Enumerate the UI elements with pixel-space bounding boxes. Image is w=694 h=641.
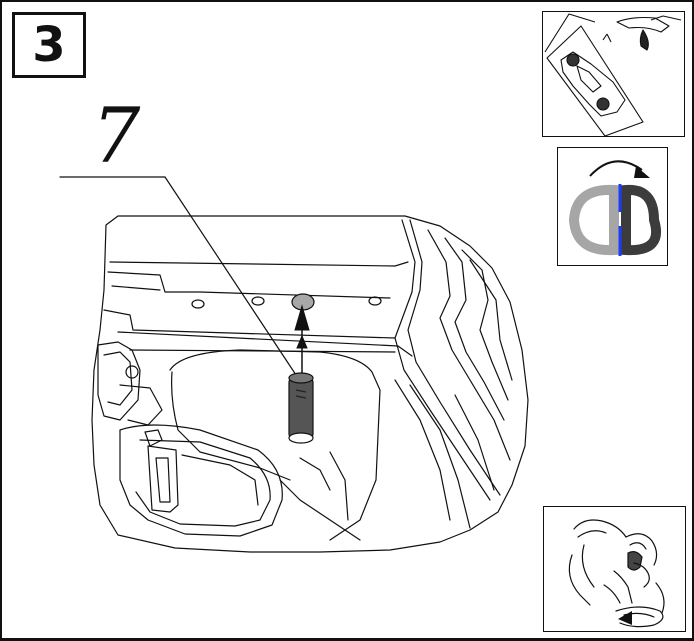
- hand-rotate-arrow-head: [618, 611, 632, 625]
- panel-hole-1: [191, 299, 205, 309]
- callout-label: 7: [92, 91, 141, 180]
- target-hole: [291, 293, 315, 311]
- hand-rotate-icon: [568, 519, 665, 628]
- rotate-view-panel: [557, 147, 668, 266]
- rotate-arrow-head: [634, 166, 650, 178]
- hand-rotate-panel: [543, 506, 686, 632]
- car-side-view-icon: [544, 13, 682, 137]
- step-number-box: 3: [12, 12, 86, 78]
- insert-arrow-head: [294, 304, 310, 331]
- inner-panel: [169, 349, 381, 541]
- car-view-panel: [542, 11, 685, 137]
- panel-hole-3: [368, 296, 382, 306]
- rotate-arrow-arc: [589, 160, 643, 177]
- step-number: 3: [32, 17, 66, 73]
- part-7: [288, 372, 314, 444]
- half-disc-dark: [621, 184, 661, 256]
- handle-recess: [119, 424, 283, 537]
- panel-hole-2: [251, 296, 265, 306]
- callout-leader-line: [164, 176, 299, 379]
- half-disc-light: [568, 184, 619, 256]
- door-outer-edge: [91, 215, 529, 553]
- insert-arrow-mark: [296, 334, 308, 349]
- rotate-view-icon: [568, 160, 661, 256]
